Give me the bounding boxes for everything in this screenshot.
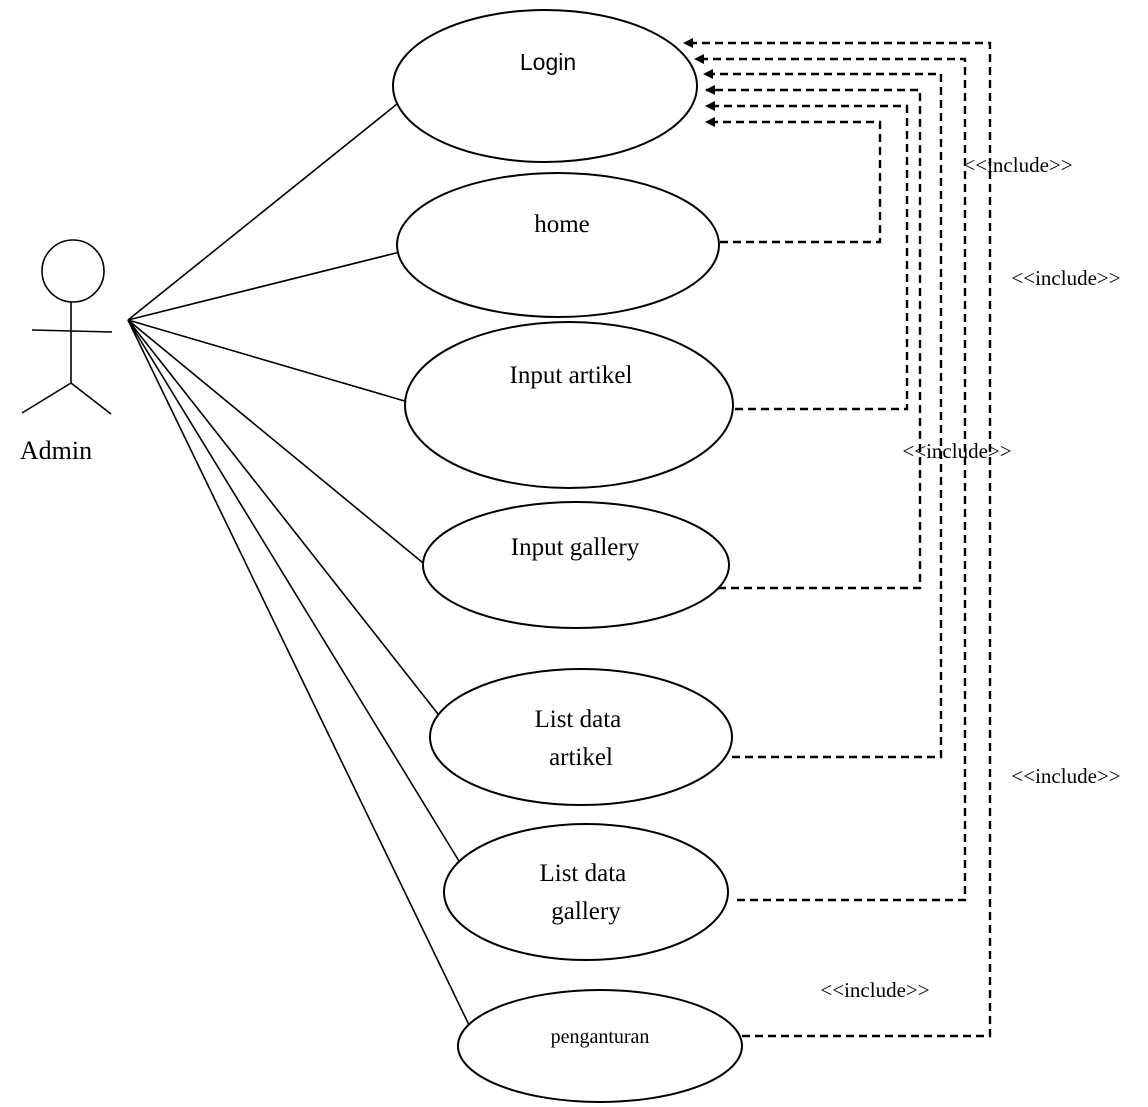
use-case-list-data-gallery: List data gallery xyxy=(443,823,729,961)
actor-label: Admin xyxy=(20,436,92,465)
use-case-login: Login xyxy=(392,9,698,163)
actor-arms xyxy=(31,329,113,333)
use-case-label-line-2: gallery xyxy=(551,898,621,925)
include-line-input-gallery xyxy=(705,85,922,590)
use-case-label-line-1: List data xyxy=(534,706,621,733)
use-case-label-list-data-gallery: List data gallery xyxy=(539,860,632,925)
use-case-input-gallery: Input gallery xyxy=(422,501,730,629)
use-case-penganturan: penganturan xyxy=(457,989,743,1103)
association-input-artikel xyxy=(127,319,409,403)
association-penganturan xyxy=(127,319,471,1028)
association-home xyxy=(127,251,401,321)
use-case-label-input-artikel: Input artikel xyxy=(510,362,633,389)
actor-head xyxy=(41,239,105,303)
use-case-list-data-artikel: List data artikel xyxy=(429,668,733,806)
include-line-list-data-artikel xyxy=(703,69,943,759)
include-line-penganturan xyxy=(683,38,992,1038)
use-case-label-list-data-artikel: List data artikel xyxy=(534,706,627,771)
use-case-label-penganturan: penganturan xyxy=(551,1026,650,1048)
use-case-label-home: home xyxy=(534,211,590,238)
association-lines xyxy=(127,99,471,1028)
use-case-home: home xyxy=(396,172,720,318)
association-list-data-artikel xyxy=(127,319,439,715)
include-line-list-data-gallery xyxy=(694,54,967,902)
actor-right-leg xyxy=(70,382,112,415)
include-label: <<include>> xyxy=(1011,764,1120,788)
use-case-label-line-1: List data xyxy=(539,860,626,887)
actor-left-leg xyxy=(21,382,72,414)
include-connectors xyxy=(683,38,992,1038)
include-line-home xyxy=(705,117,882,244)
include-line-input-artikel xyxy=(705,101,909,411)
use-case-label-input-gallery: Input gallery xyxy=(511,534,640,561)
association-list-data-gallery xyxy=(127,319,463,867)
include-labels: <<include>> <<include>> <<include>> <<in… xyxy=(820,153,1120,1002)
include-label: <<include>> xyxy=(902,439,1011,463)
use-case-input-artikel: Input artikel xyxy=(404,321,734,489)
association-login xyxy=(127,99,403,321)
actor-admin: Admin xyxy=(20,239,113,465)
use-case-label-login: Login xyxy=(520,49,576,75)
include-label: <<include>> xyxy=(963,153,1072,177)
include-label: <<include>> xyxy=(1011,266,1120,290)
association-input-gallery xyxy=(127,319,429,568)
use-case-label-line-2: artikel xyxy=(549,744,613,771)
include-label: <<include>> xyxy=(820,978,929,1002)
